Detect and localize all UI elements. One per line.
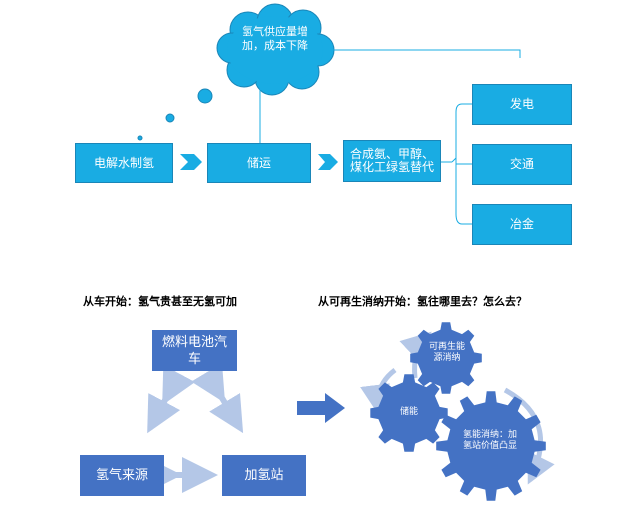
use-transport: 交通	[472, 144, 572, 185]
use-metallurgy: 冶金	[472, 204, 572, 245]
chevron-arrow	[180, 154, 202, 170]
cloud-text: 氢气供应量增加，成本下降	[242, 25, 308, 52]
double-arrows	[146, 363, 244, 493]
connector-lines	[259, 49, 521, 225]
gear-storage-icon	[370, 374, 448, 452]
gear-renewable-icon	[410, 322, 482, 394]
left-section-title: 从车开始：氢气贵甚至无氢可加	[83, 295, 237, 308]
step-chemical-substitution: 合成氨、甲醇、煤化工绿氢替代	[343, 140, 441, 182]
node-fuel-cell-vehicle: 燃料电池汽车	[152, 330, 237, 371]
step-storage-transport: 储运	[207, 143, 311, 183]
gear-hydrogen-consumption-icon	[436, 391, 546, 501]
big-right-arrow	[297, 393, 345, 423]
chevron-arrow	[318, 154, 338, 170]
right-section-title: 从可再生消纳开始：氢往哪里去？怎么去？	[318, 295, 527, 308]
use-power: 发电	[472, 84, 572, 125]
node-hydrogen-source: 氢气来源	[80, 455, 164, 496]
gear-hydrogen-consumption-label: 氢能消纳：加氢站价值凸显	[462, 430, 517, 451]
gear-renewable-label: 可再生能源消纳	[428, 342, 465, 363]
thought-bubble	[165, 113, 175, 123]
step-electrolysis: 电解水制氢	[75, 143, 173, 183]
node-refueling-station: 加氢站	[222, 455, 306, 496]
thought-bubble	[197, 88, 213, 104]
thought-bubble	[137, 135, 143, 141]
gear-storage-label: 储能	[399, 407, 418, 417]
